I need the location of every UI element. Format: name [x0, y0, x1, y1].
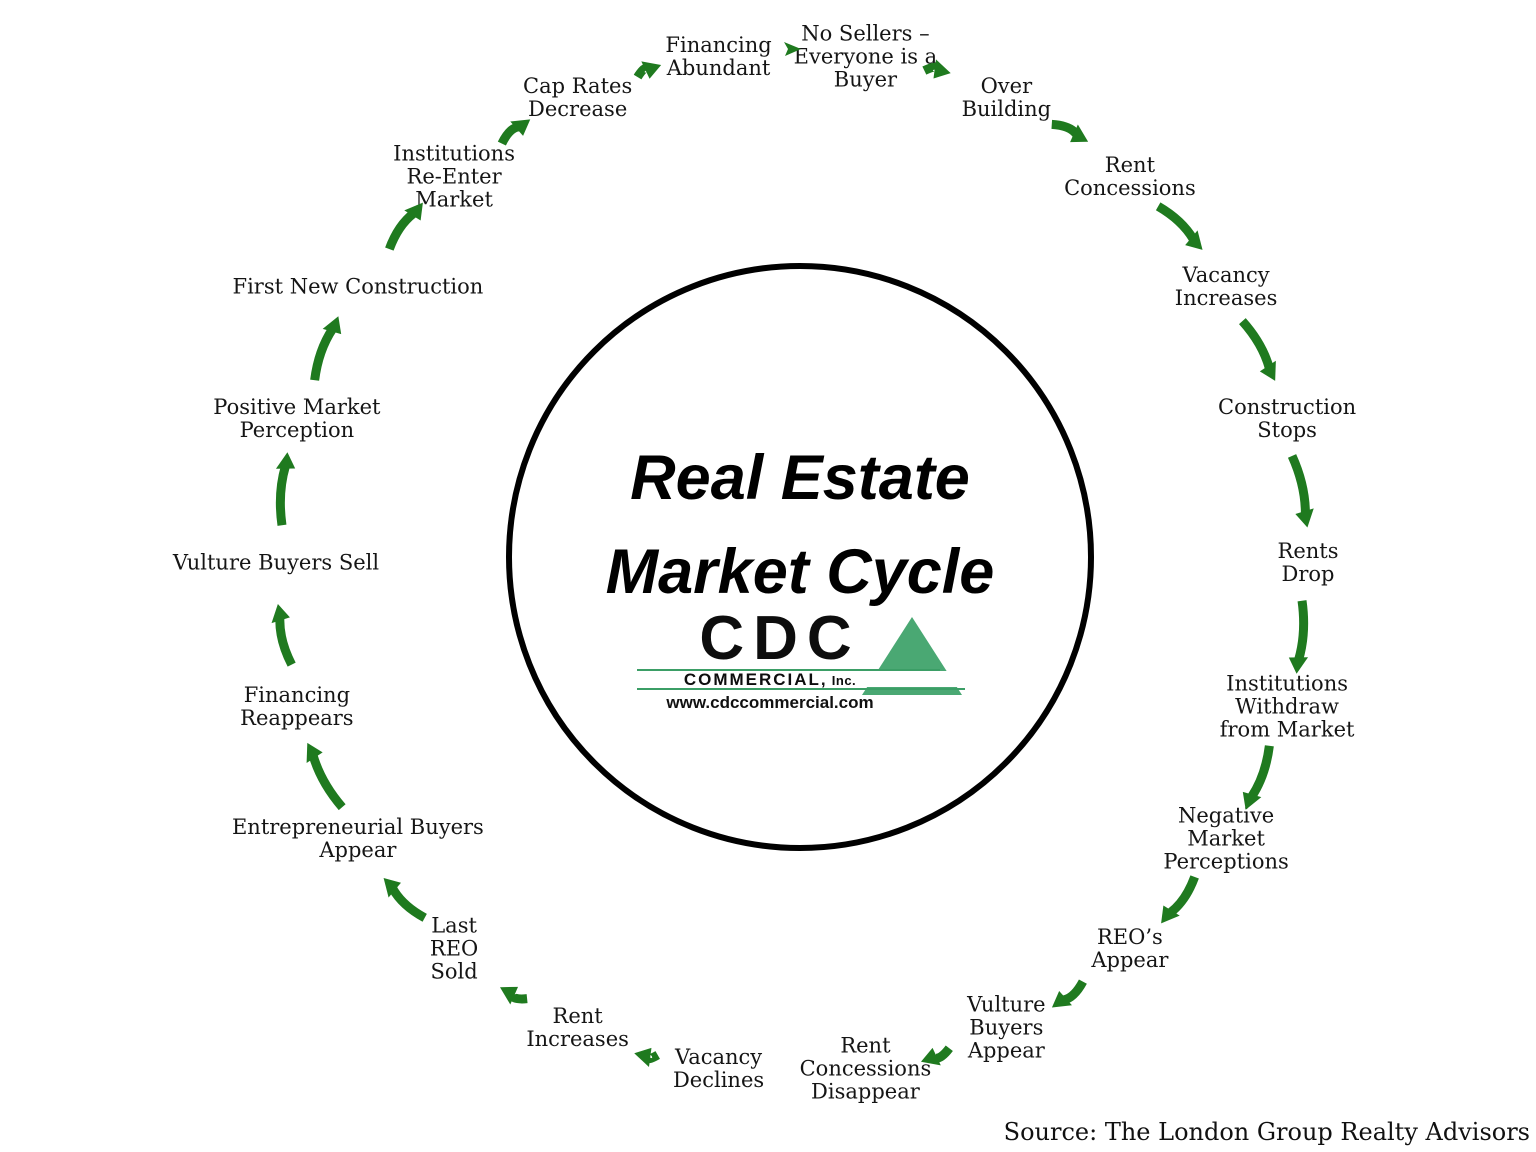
cycle-stage-0: No Sellers – Everyone is a Buyer [793, 21, 938, 92]
cycle-arrow-icon-4-to-5 [1283, 450, 1318, 531]
cycle-stage-1: Over Building [961, 74, 1052, 122]
cycle-stage-13: Last REO Sold [429, 913, 479, 984]
diagram-title-line1: Real Estate [630, 443, 970, 513]
logo-brand-text: CDC [699, 604, 861, 673]
cycle-arrow-icon-13-to-14 [374, 868, 433, 931]
cycle-arrow-icon-1-to-2 [1044, 108, 1095, 153]
logo-triangle-stripe [860, 671, 964, 687]
logo-rule-top [637, 669, 940, 671]
cycle-arrow-icon-18-to-19 [374, 195, 433, 258]
cycle-arrow-icon-14-to-15 [297, 736, 351, 817]
cycle-stage-12: Rent Increases [526, 1003, 629, 1051]
cycle-arrow-icon-17-to-18 [298, 311, 350, 387]
cycle-stage-7: Negative Market Perceptions [1163, 803, 1289, 874]
cycle-arrow-icon-15-to-16 [267, 601, 300, 671]
cycle-stage-21: Financing Abundant [665, 33, 772, 81]
diagram-title-line2: Market Cycle [605, 537, 995, 607]
cycle-arrow-icon-8-to-9 [1044, 973, 1095, 1018]
cycle-stage-17: Positive Market Perception [213, 395, 381, 443]
logo-subtitle-inc: Inc. [827, 673, 857, 688]
source-note: Source: The London Group Realty Advisors [1003, 1118, 1530, 1146]
cycle-arrow-icon-20-to-21 [629, 54, 666, 86]
logo-website: www.cdccommercial.com [666, 693, 874, 712]
cycle-stage-6: Institutions Withdraw from Market [1219, 671, 1355, 742]
cycle-arrow-icon-7-to-8 [1151, 868, 1210, 931]
cycle-arrow-icon-11-to-12 [630, 1041, 664, 1072]
cycle-arrow-icon-2-to-3 [1149, 193, 1211, 259]
cycle-stage-20: Cap Rates Decrease [523, 74, 633, 122]
cycle-stage-16: Vulture Buyers Sell [172, 550, 380, 575]
logo-rule-bottom [637, 688, 965, 690]
logo-subtitle: COMMERCIAL, Inc. [660, 670, 880, 690]
cycle-arrow-icon-9-to-10 [916, 1040, 957, 1073]
logo-subtitle-main: COMMERCIAL, [683, 670, 828, 689]
cycle-arrow-icon-21-to-0 [782, 37, 802, 61]
cycle-arrow-icon-0-to-1 [919, 54, 956, 86]
cycle-stage-2: Rent Concessions [1064, 152, 1196, 200]
cycle-arrow-icon-12-to-13 [493, 976, 535, 1015]
cycle-stage-9: Vulture Buyers Appear [967, 992, 1046, 1063]
cycle-stage-3: Vacancy Increases [1174, 262, 1278, 310]
cycle-stage-8: REO’s Appear [1091, 925, 1169, 973]
cycle-stage-18: First New Construction [232, 274, 484, 299]
cycle-stage-10: Rent Concessions Disappear [799, 1033, 932, 1104]
cdc-commercial-logo: CDC COMMERCIAL, Inc. www.cdccommercial.c… [630, 604, 975, 714]
cycle-stage-5: Rents Drop [1277, 539, 1339, 586]
cycle-stage-14: Entrepreneurial Buyers Appear [231, 815, 484, 863]
cycle-stage-19: Institutions Re-Enter Market [393, 141, 515, 212]
cycle-stage-11: Vacancy Declines [672, 1044, 765, 1092]
cycle-stage-15: Financing Reappears [240, 682, 354, 730]
cycle-arrow-icon-19-to-20 [490, 109, 538, 152]
cycle-arrow-icon-6-to-7 [1233, 738, 1285, 814]
cycle-arrow-icon-16-to-17 [266, 450, 301, 531]
center-circle [506, 263, 1094, 851]
cycle-arrow-icon-5-to-6 [1283, 596, 1318, 677]
cycle-arrow-icon-3-to-4 [1233, 311, 1285, 387]
cycle-stage-4: Construction Stops [1218, 395, 1357, 443]
